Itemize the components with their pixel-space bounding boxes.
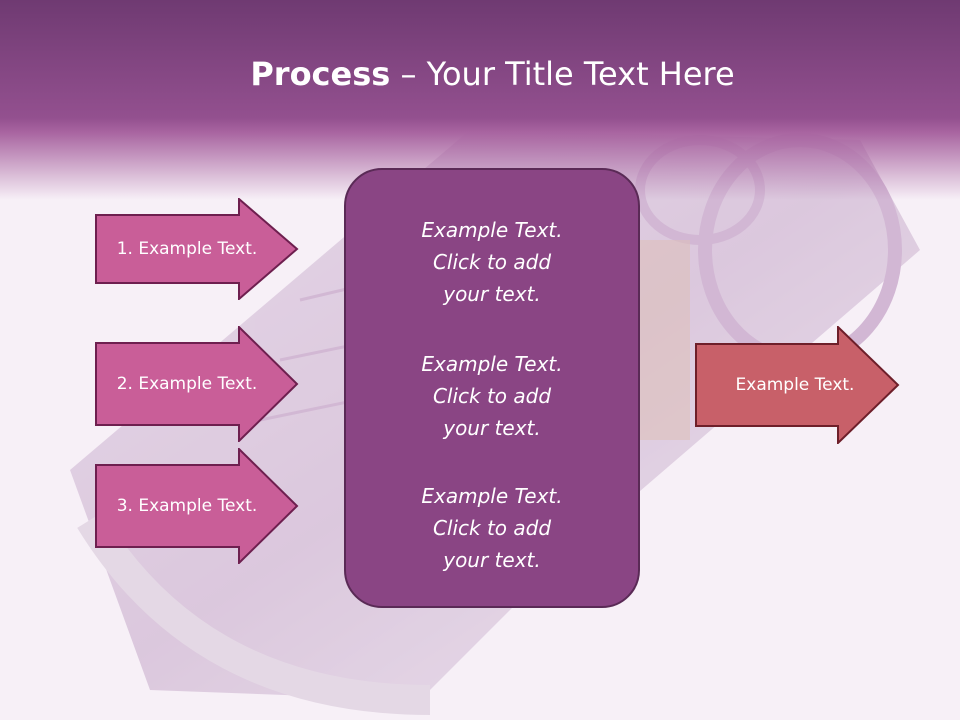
arrow-shape-icon bbox=[95, 198, 299, 300]
center-text-box[interactable]: Example Text. Click to add your text. Ex… bbox=[344, 168, 640, 608]
step-label-2: 2. Example Text. bbox=[116, 374, 258, 394]
center-line: your text. bbox=[443, 416, 541, 440]
center-block-2: Example Text. Click to add your text. bbox=[346, 348, 638, 444]
arrow-shape-icon bbox=[95, 326, 299, 442]
center-line: Click to add bbox=[432, 516, 552, 540]
header-band bbox=[0, 0, 960, 200]
arrow-shape-icon bbox=[695, 326, 900, 444]
step-arrow-2[interactable]: 2. Example Text. bbox=[95, 326, 299, 442]
slide-title: Process – Your Title Text Here bbox=[0, 52, 960, 96]
step-label-1: 1. Example Text. bbox=[116, 239, 258, 259]
title-rest: – Your Title Text Here bbox=[390, 55, 735, 93]
step-arrow-3[interactable]: 3. Example Text. bbox=[95, 448, 299, 564]
center-line: Example Text. bbox=[421, 218, 563, 242]
center-line: Example Text. bbox=[421, 352, 563, 376]
center-line: Click to add bbox=[432, 250, 552, 274]
output-label: Example Text. bbox=[735, 375, 855, 395]
step-label-3: 3. Example Text. bbox=[116, 496, 258, 516]
title-bold: Process bbox=[250, 55, 391, 93]
center-block-1: Example Text. Click to add your text. bbox=[346, 214, 638, 310]
center-line: Example Text. bbox=[421, 484, 563, 508]
center-block-3: Example Text. Click to add your text. bbox=[346, 480, 638, 576]
center-line: your text. bbox=[443, 282, 541, 306]
step-arrow-1[interactable]: 1. Example Text. bbox=[95, 198, 299, 300]
output-arrow[interactable]: Example Text. bbox=[695, 326, 900, 444]
arrow-shape-icon bbox=[95, 448, 299, 564]
center-line: Click to add bbox=[432, 384, 552, 408]
center-line: your text. bbox=[443, 548, 541, 572]
